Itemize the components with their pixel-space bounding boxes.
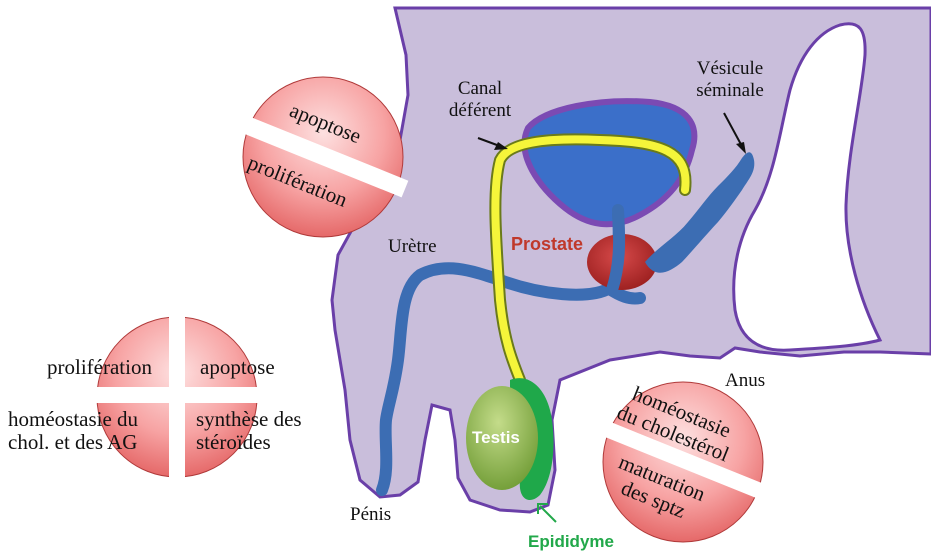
label-epididyme: Epididyme (528, 532, 614, 552)
label-vesicule-seminale: Vésicule séminale (670, 58, 790, 102)
testis-disc-top-right: apoptose (200, 356, 275, 379)
testis-disc-bottom-right: synthèse des stéroïdes (196, 408, 302, 454)
epididymis-arrow (540, 506, 556, 522)
label-canal-deferent: Canal déférent (420, 78, 540, 122)
label-testis: Testis (472, 428, 520, 448)
label-anus: Anus (725, 370, 765, 392)
prostatic-urethra (612, 215, 619, 290)
testis-disc-top-left: prolifération (47, 356, 152, 379)
label-prostate: Prostate (511, 234, 583, 255)
label-penis: Pénis (350, 504, 391, 526)
testis-disc-bottom-left: homéostasie du chol. et des AG (8, 408, 138, 454)
testis-disc-divider-v (169, 315, 185, 479)
label-uretre: Urètre (388, 236, 437, 258)
